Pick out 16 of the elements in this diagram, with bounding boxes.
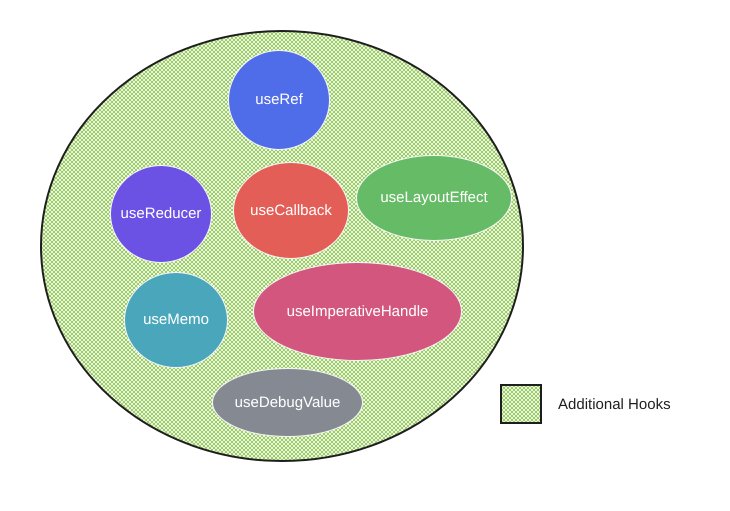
node-label: useCallback [250, 202, 332, 220]
node-label: useDebugValue [234, 394, 340, 412]
node-label: useRef [255, 91, 303, 109]
ellipse-node [110, 165, 212, 263]
ellipse-node [228, 50, 330, 150]
ellipse-node [356, 155, 512, 241]
node-label: useImperativeHandle [286, 302, 428, 320]
ellipse-node [124, 272, 228, 368]
node-label: useLayoutEffect [380, 189, 488, 207]
ellipse-node [212, 368, 363, 437]
node-label: useMemo [143, 311, 209, 329]
legend-label: Additional Hooks [558, 396, 671, 412]
node-label: useReducer [120, 205, 202, 223]
hatched-ellipse [40, 30, 524, 462]
ellipse-node [233, 162, 349, 259]
ellipse-node [253, 262, 462, 361]
